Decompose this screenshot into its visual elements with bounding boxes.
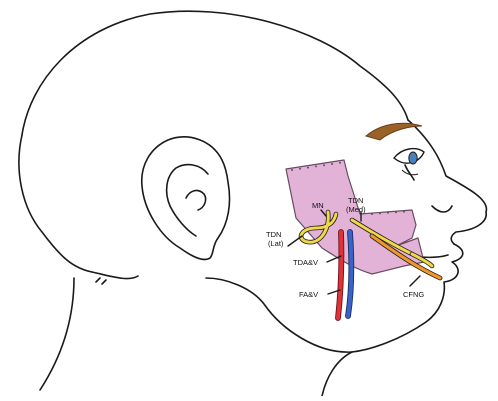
ear-icon <box>142 137 230 260</box>
label-tdn-lat-line2: (Lat) <box>268 239 284 248</box>
label-cfng: CFNG <box>403 290 424 299</box>
label-tdn-med-line2: (Med) <box>346 205 366 214</box>
label-mn: MN <box>312 201 324 210</box>
label-fav: FA&V <box>299 290 318 299</box>
label-tdn-lat-line1: TDN <box>266 230 281 239</box>
head-outline <box>19 11 487 396</box>
eyebrow-icon <box>366 123 422 140</box>
label-tdn-med-line1: TDN <box>348 196 363 205</box>
label-tdav: TDA&V <box>293 258 318 267</box>
